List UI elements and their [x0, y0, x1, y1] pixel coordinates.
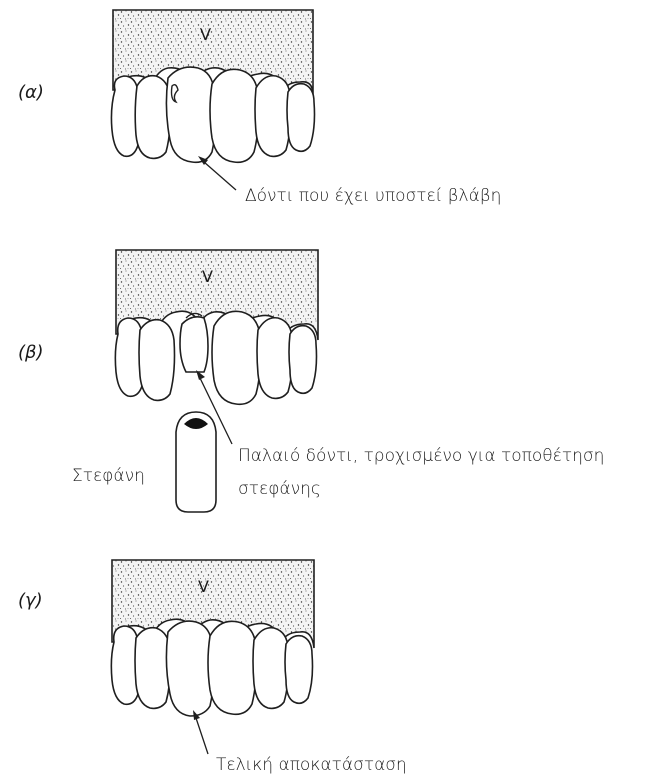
right-canine — [285, 636, 313, 704]
prepared-tooth-stump — [180, 317, 208, 372]
right-lateral-incisor — [255, 76, 291, 157]
prepared-tooth-caption-line-2: στεφάνης — [238, 479, 321, 499]
damaged-tooth-caption: Δόντι που έχει υποστεί βλάβη — [245, 186, 501, 206]
leader-line — [196, 718, 208, 754]
panel-b: (β) V Παλαιό δόντι, τροχισμένο για τοποθ… — [18, 250, 604, 512]
left-lateral-incisor — [139, 320, 175, 401]
frenulum-mark: V — [198, 577, 209, 596]
right-lateral-incisor — [257, 318, 293, 399]
left-lateral-incisor — [135, 76, 170, 159]
left-lateral-incisor — [135, 628, 171, 709]
frenulum-mark: V — [200, 25, 211, 44]
right-canine — [287, 84, 315, 152]
panel-c: (γ) V Τελική αποκατάσταση — [18, 560, 407, 775]
panel-a: (α) V Δόντι που έχει υποστεί βλάβη — [18, 10, 501, 206]
right-central-incisor — [210, 69, 259, 162]
panel-c-label: (γ) — [18, 590, 43, 611]
final-restoration-caption: Τελική αποκατάσταση — [216, 755, 407, 775]
frenulum-mark: V — [202, 267, 213, 286]
prepared-tooth-caption-line-1: Παλαιό δόντι, τροχισμένο για τοποθέτηση — [238, 446, 604, 466]
restored-crown-tooth — [166, 621, 213, 716]
right-central-incisor — [208, 621, 257, 714]
damaged-tooth — [166, 67, 215, 162]
panel-b-label: (β) — [18, 342, 44, 363]
crown-label: Στεφάνη — [72, 466, 145, 486]
panel-a-label: (α) — [18, 82, 44, 103]
right-central-incisor — [212, 311, 261, 404]
leader-line — [204, 162, 236, 190]
right-lateral-incisor — [253, 628, 289, 709]
right-canine — [289, 326, 317, 394]
